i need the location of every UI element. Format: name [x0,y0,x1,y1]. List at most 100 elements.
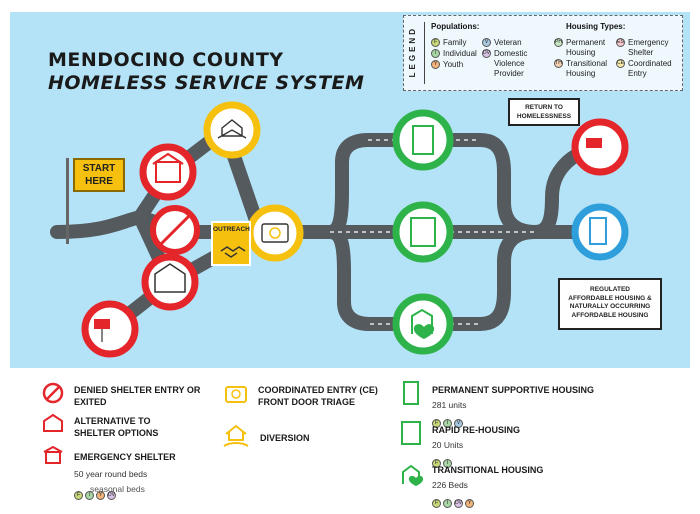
emergency-shelter-dot: ES [616,38,625,47]
heart-icon [413,324,435,339]
outreach-node: OUTREACH [211,221,251,266]
th-icon [402,464,424,486]
affordable-building-icon [589,217,607,245]
permanent-housing-label: Housing [566,48,596,57]
emergency-roof-icon [152,152,184,165]
alternative-shelter-icon [154,263,186,293]
denied-entry-node [150,205,200,255]
individual-dot: I [431,49,440,58]
domestic-label: Domestic [494,49,528,58]
rrh-units: 20 Units [432,440,464,450]
individual-dot: I [85,491,94,500]
individual-dot: I [443,459,452,468]
veteran-dot: V [454,419,463,428]
family-dot: F [432,459,441,468]
road-diagram [50,101,629,358]
return-line-1: RETURN TO [525,104,563,111]
legend-divider [424,22,425,84]
th-title: TRANSITIONAL HOUSING [432,465,544,475]
denied-slash-icon [158,213,192,247]
individual-dot: I [443,499,452,508]
street-node [81,300,139,358]
here-label: HERE [85,176,113,187]
youth-dot: Y [96,491,105,500]
emergency-shelter-icon [155,161,181,183]
psh-title: PERMANENT SUPPORTIVE HOUSING [432,385,595,395]
rrh-title: RAPID RE-HOUSING [432,425,521,435]
transitional-housing-dot: TH [554,59,563,68]
psh-building-icon [412,125,434,155]
psh-circle [392,109,454,171]
family-dot: F [431,38,440,47]
title-line-2: HOMELESS SERVICE SYSTEM [48,72,365,94]
coordinated-entry-circle [246,204,304,262]
alternative-shelter-node [141,253,199,311]
domestic-violence-dot: DV [107,491,116,500]
diversion-icon [217,119,247,139]
coordinated-label: Coordinated [628,59,672,68]
youth-label: Youth [443,60,464,69]
start-pole [66,158,69,244]
ce-title-2: FRONT DOOR TRIAGE [258,397,355,407]
emergency-seasonal: seasonal beds [90,484,145,494]
alternative-title-1: ALTERNATIVE TO [74,416,151,426]
coordinated-entry-dot: CE [616,59,625,68]
transitional-housing-label: Housing [566,69,596,78]
individual-dot: I [443,419,452,428]
affordable-housing-callout: REGULATED AFFORDABLE HOUSING & NATURALLY… [558,278,662,330]
emergency-shelter-node [139,143,197,201]
permanent-housing-dot: PH [554,38,563,47]
emergency-label: Emergency [628,38,669,47]
return-help-sign-icon [586,138,602,148]
medical-cross-icon [269,227,281,239]
emergency-year-round: 50 year round beds [74,469,148,479]
affordable-housing-circle [571,203,629,261]
affordable-line-4: AFFORDABLE HOUSING [571,311,649,319]
th-circle [392,293,454,355]
handshake-icon [220,246,246,258]
legend-title: LEGEND [408,26,417,78]
coordinated-entry-icon [225,386,247,403]
psh-node [392,109,454,171]
emergency-shelter-icon [43,446,63,464]
psh-units: 281 units [432,400,467,410]
diversion-title: DIVERSION [260,433,310,443]
family-dot: F [432,419,441,428]
diversion-node [203,101,261,159]
denied-title-2: EXITED [74,397,107,407]
th-beds: 226 Beds [432,480,468,490]
th-house-icon [411,308,433,334]
veteran-dot: V [482,38,491,47]
start-label: START [82,163,116,174]
emergency-shelter-circle [139,143,197,201]
entry-label: Entry [628,69,647,78]
coordinated-entry-node [246,204,304,262]
domestic-violence-dot: DV [482,49,491,58]
psh-icon [403,381,419,405]
veteran-label: Veteran [494,38,522,47]
denied-entry-icon [42,382,64,404]
youth-dot: Y [465,499,474,508]
affordable-line-2: AFFORDABLE HOUSING & [568,294,652,302]
denied-title-1: DENIED SHELTER ENTRY OR [74,385,201,395]
affordable-housing-node [571,203,629,261]
emergency-title: EMERGENCY SHELTER [74,452,176,462]
affordable-line-3: NATURALLY OCCURRING [569,303,651,310]
permanent-label: Permanent [566,38,606,47]
individual-label: Individual [443,49,477,58]
rrh-node [392,201,454,263]
start-here-sign: START HERE [73,158,125,192]
road-start [50,210,147,239]
roads [50,123,607,336]
diversion-icon [223,424,249,447]
violence-label: Violence [494,59,525,68]
rrh-circle [392,201,454,263]
return-homelessness-callout: RETURN TO HOMELESSNESS [508,98,580,126]
legend: LEGEND Populations: Housing Types: F Fam… [403,15,683,91]
briefcase-icon [261,223,289,243]
rrh-icon [401,421,421,445]
